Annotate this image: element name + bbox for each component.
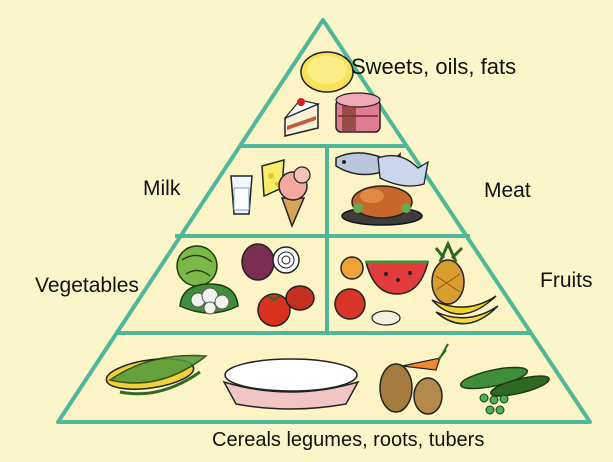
rice-bowl-icon bbox=[224, 359, 358, 409]
label-milk: Milk bbox=[143, 178, 180, 199]
label-vegetables: Vegetables bbox=[35, 275, 139, 296]
milk-glass-icon bbox=[231, 176, 252, 214]
orange-icon bbox=[341, 257, 363, 279]
label-cereals-legumes-roots-tubers: Cereals legumes, roots, tubers bbox=[212, 430, 484, 450]
cabbage-icon bbox=[177, 246, 217, 286]
lemon-tart-icon bbox=[301, 52, 353, 92]
label-sweets-oils-fats: Sweets, oils, fats bbox=[351, 56, 516, 78]
label-meat: Meat bbox=[484, 180, 531, 201]
cauliflower-icon bbox=[180, 284, 238, 314]
layer-cake-icon bbox=[336, 93, 380, 132]
label-fruits: Fruits bbox=[540, 270, 593, 291]
